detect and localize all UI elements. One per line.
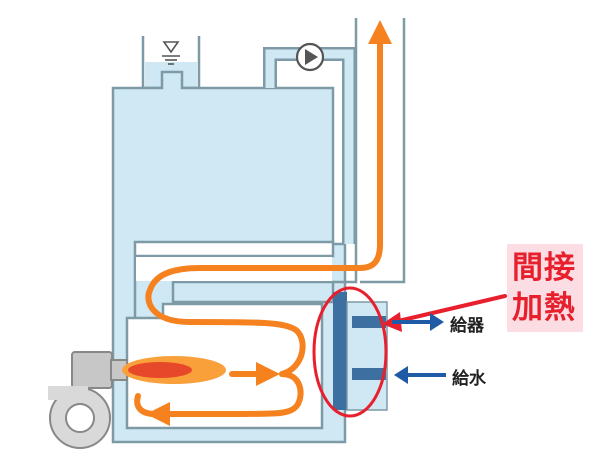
steam-out-arrow	[392, 313, 444, 331]
burner-fan	[48, 351, 128, 449]
water-in-label: 給水	[452, 369, 486, 389]
callout-pointer-arrow	[382, 294, 507, 332]
water-level-icon	[162, 41, 180, 65]
steam-out-label: 給器	[450, 316, 484, 336]
flue-gas-flow	[134, 20, 392, 426]
indirect-heating-callout: 間接 加熱	[507, 244, 583, 332]
pump-icon	[295, 42, 325, 72]
boiler-vessel	[111, 47, 356, 444]
flame	[122, 356, 226, 384]
callout-line-2: 加熱	[512, 290, 576, 326]
water-in-arrow	[394, 366, 446, 384]
callout-line-1: 間接	[512, 250, 576, 286]
indirect-heating-highlight	[312, 286, 388, 418]
